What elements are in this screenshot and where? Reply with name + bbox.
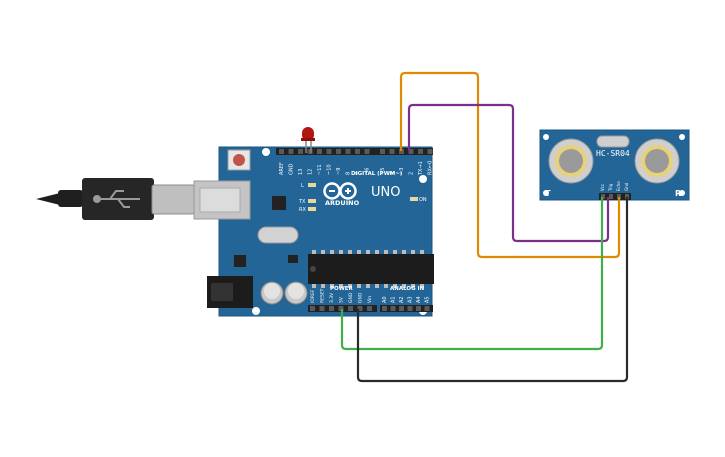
mount-hole	[419, 175, 427, 183]
arduino-logo-icon	[323, 182, 357, 200]
digital-pin-label: 7	[355, 172, 361, 175]
power-jack[interactable]	[207, 276, 253, 308]
sensor-pin-label: Gnd	[624, 182, 629, 191]
receiver-mark: R	[675, 189, 681, 198]
power-pin-label: 5V	[339, 296, 345, 303]
power-pin-label: Vin	[367, 296, 373, 303]
digital-pin-label: ~11	[317, 164, 323, 175]
power-pin-label: RESET	[320, 288, 326, 303]
digital-pin-label: AREF	[279, 162, 285, 175]
digital-pin-label: 2	[409, 172, 415, 175]
atmega-chip	[308, 250, 434, 288]
digital-pin-label: TX→1	[418, 161, 424, 176]
digital-pin-label: 13	[298, 169, 304, 175]
model-label: UNO	[371, 185, 400, 200]
led-rx-label: RX	[299, 207, 306, 213]
power-label: POWER	[330, 286, 354, 292]
digital-pin-label: 12	[308, 169, 314, 175]
power-pin-label: 3.3V	[329, 292, 335, 303]
wire-purple-echo[interactable]	[407, 103, 610, 243]
capacitor	[284, 281, 308, 305]
wire-black-gnd[interactable]	[356, 197, 629, 383]
analog-label: ANALOG IN	[390, 286, 425, 292]
analog-pin-label: A2	[399, 296, 405, 303]
mount-hole	[262, 148, 270, 156]
red-led[interactable]	[301, 127, 315, 153]
capacitor	[260, 281, 284, 305]
digital-pin-label: ~3	[399, 168, 405, 175]
digital-pin-label: GND	[289, 163, 295, 175]
digital-pin-label: ~5	[380, 168, 386, 175]
status-leds: L TX RX	[298, 183, 316, 213]
digital-pin-label: ~9	[336, 168, 342, 175]
mount-hole	[252, 307, 260, 315]
sensor-pin-label: Vcc	[600, 184, 605, 191]
digital-pin-label: 4	[390, 172, 396, 175]
wire-green-vcc[interactable]	[340, 197, 604, 351]
led-tx-label: TX	[298, 199, 306, 205]
analog-pin-label: A4	[416, 296, 422, 303]
power-pin-label: GND	[348, 292, 354, 303]
digital-header	[276, 148, 433, 155]
usb-symbol-icon	[93, 190, 140, 208]
receiver-icon	[634, 138, 680, 184]
crystal-oscillator	[257, 226, 299, 244]
reset-button[interactable]	[227, 149, 251, 171]
digital-pin-label: RX←0	[428, 161, 434, 175]
power-pin-label: IOREF	[310, 289, 316, 303]
sensor-model-label: HC-SR04	[596, 149, 630, 158]
regulator-chip	[234, 255, 246, 267]
sensor-pin-label: Trig	[608, 183, 613, 192]
power-pin-label: GND	[358, 292, 364, 303]
on-led	[410, 197, 418, 201]
analog-pin-label: A0	[382, 296, 388, 303]
sensor-crystal	[596, 135, 630, 148]
usb-chip	[272, 196, 286, 210]
usb-cable[interactable]	[36, 178, 195, 220]
digital-pin-label: ~10	[327, 164, 333, 175]
digital-header-label: DIGITAL (PWM~)	[351, 171, 403, 177]
transmitter-mark: T	[545, 189, 551, 198]
transmitter-icon	[548, 138, 594, 184]
on-label: ON	[419, 197, 427, 203]
analog-pin-label: A5	[425, 296, 431, 303]
brand-label: ARDUINO	[325, 199, 360, 207]
led-l-label: L	[301, 183, 304, 189]
sensor-pin-label: Echo	[616, 181, 621, 191]
analog-header	[380, 305, 433, 312]
analog-pin-label: A3	[408, 296, 414, 303]
digital-pin-label: 8	[346, 172, 352, 175]
sensor-header	[599, 193, 631, 200]
analog-pin-label: A1	[391, 296, 397, 303]
digital-pin-label: ~6	[365, 168, 371, 175]
wire-orange-trig[interactable]	[399, 71, 621, 259]
